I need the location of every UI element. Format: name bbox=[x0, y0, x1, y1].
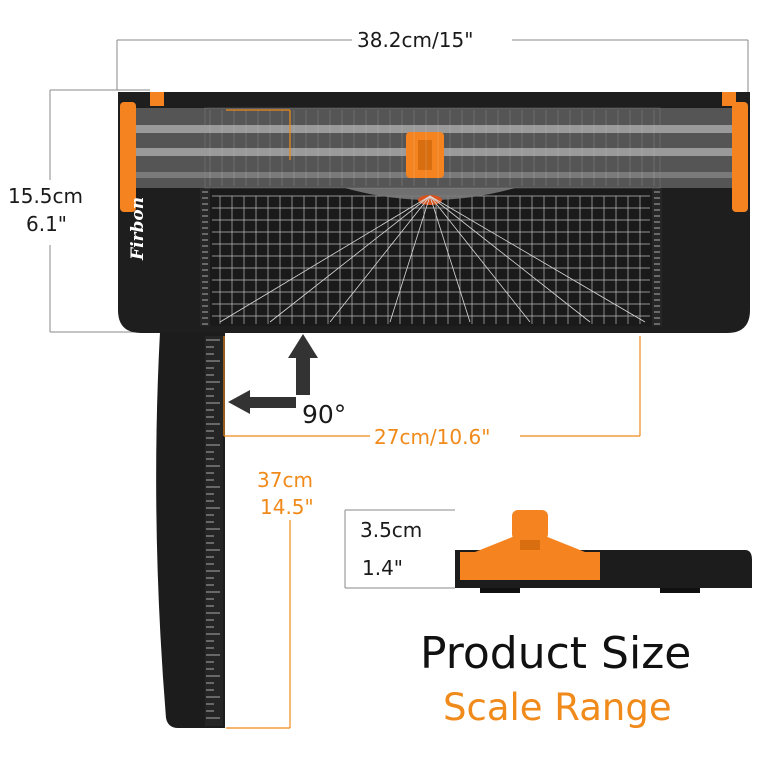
blade-knob bbox=[512, 510, 548, 540]
width-label: 38.2cm/15" bbox=[357, 28, 474, 52]
extension-arm bbox=[156, 332, 225, 728]
right-angle-arrows bbox=[228, 334, 318, 414]
cut-length-label: 27cm/10.6" bbox=[374, 425, 491, 449]
arm-in-label: 14.5" bbox=[260, 495, 314, 519]
heading-title: Product Size bbox=[420, 628, 692, 679]
right-end-cap bbox=[732, 102, 748, 212]
side-profile-view bbox=[344, 509, 752, 593]
brand-logo: Firbon bbox=[128, 197, 148, 261]
heading-subtitle: Scale Range bbox=[443, 686, 672, 729]
cutting-grid bbox=[210, 188, 652, 326]
cut-length-dimension bbox=[223, 336, 641, 437]
angle-label: 90° bbox=[302, 400, 347, 429]
left-end-cap bbox=[120, 102, 136, 212]
height-in-label: 6.1" bbox=[26, 212, 68, 236]
cutter-body bbox=[118, 92, 750, 333]
thickness-in-label: 1.4" bbox=[362, 556, 404, 580]
height-cm-label: 15.5cm bbox=[8, 184, 84, 208]
thickness-cm-label: 3.5cm bbox=[360, 518, 423, 542]
arm-length-dimension bbox=[226, 109, 291, 729]
angle-guides bbox=[219, 195, 646, 323]
width-dimension bbox=[116, 39, 749, 92]
arm-cm-label: 37cm bbox=[257, 468, 313, 492]
